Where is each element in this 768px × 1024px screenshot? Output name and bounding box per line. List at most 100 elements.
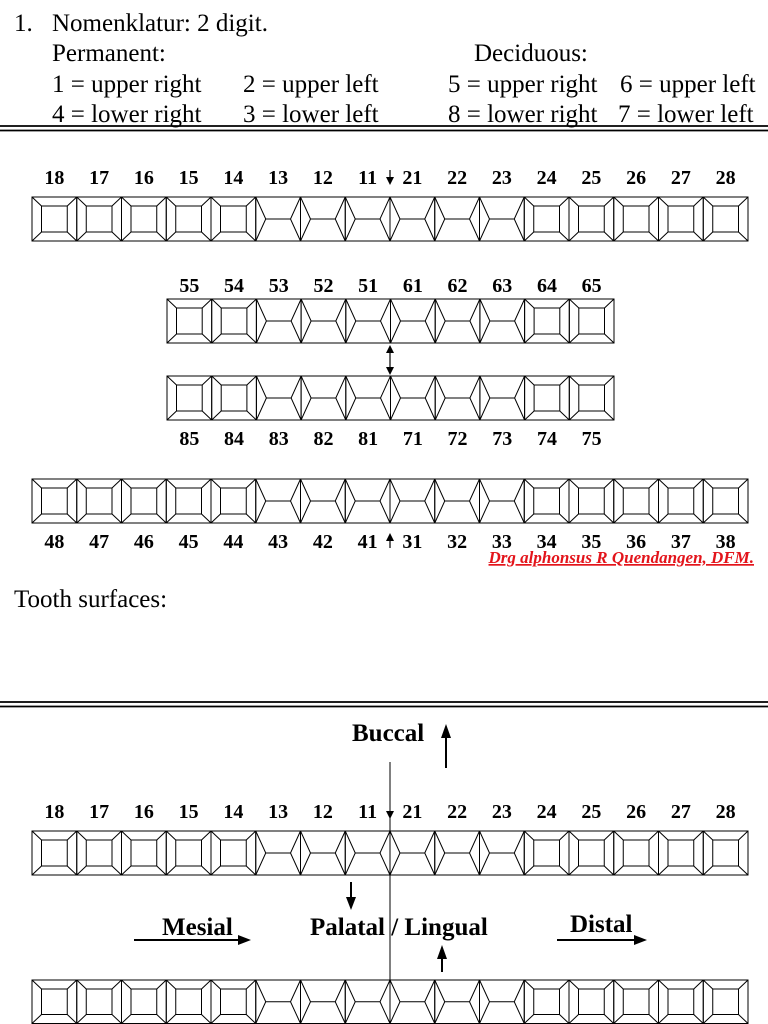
arrow-head-down [386, 367, 394, 375]
tooth-number-14: 14 [223, 167, 243, 189]
tooth-number-52: 52 [313, 275, 333, 297]
surface-divider-lines [76, 196, 122, 242]
tooth-17 [76, 196, 122, 242]
tooth-outline [568, 375, 615, 421]
tooth-85 [166, 375, 213, 421]
occlusal-surface [220, 839, 247, 867]
occlusal-surface [667, 487, 695, 515]
incisal-edge-lines [344, 478, 391, 524]
tooth-27 [658, 196, 704, 242]
surface-divider-lines [165, 830, 212, 876]
permanent-lower-left: 3 = lower left [243, 101, 379, 128]
incisal-edge-lines [300, 979, 346, 1024]
surfaces-tooth-15 [165, 830, 212, 876]
surface-divider-lines [121, 478, 167, 524]
tooth-number-75: 75 [582, 428, 602, 450]
surface-divider-lines [165, 979, 212, 1024]
tooth-62 [434, 298, 481, 344]
tooth-43 [255, 478, 301, 524]
tooth-74 [524, 375, 570, 421]
surface-divider-lines [658, 478, 704, 524]
incisal-edge-lines [300, 478, 346, 524]
occlusal-surface [712, 205, 739, 233]
surfaces-tooth-number-14: 14 [223, 801, 243, 823]
incisal-edge-lines [300, 375, 347, 421]
surfaces-tooth-number-21: 21 [402, 801, 422, 823]
surfaces-tooth-16 [121, 830, 167, 876]
tooth-16 [121, 196, 167, 242]
surface-divider-lines [165, 196, 212, 242]
tooth-number-18: 18 [44, 167, 64, 189]
surface-divider-lines [31, 830, 78, 876]
mesial-arrow [134, 935, 251, 945]
surface-divider-lines [702, 979, 749, 1024]
occlusal-surface [622, 487, 650, 515]
tooth-11 [344, 196, 391, 242]
surfaces-tooth-26 [613, 830, 659, 876]
surface-divider-lines [613, 979, 659, 1024]
tooth-82 [300, 375, 347, 421]
distal-arrow [557, 935, 647, 945]
surface-divider-lines [568, 298, 615, 344]
deciduous-lower-right: 8 = lower right [448, 101, 598, 128]
tooth-surfaces-heading: Tooth surfaces: [14, 586, 167, 613]
incisal-edge-lines [479, 298, 526, 344]
surface-divider-lines [211, 375, 257, 421]
occlusal-surface [578, 839, 605, 867]
tooth-54 [211, 298, 257, 344]
surface-divider-lines [523, 830, 570, 876]
occlusal-surface [85, 487, 113, 515]
deciduous-heading: Deciduous: [474, 40, 588, 67]
tooth-number-13: 13 [268, 167, 288, 189]
occlusal-surface [130, 205, 158, 233]
tooth-number-12: 12 [313, 167, 333, 189]
surfaces-tooth-12 [300, 830, 346, 876]
occlusal-surface [85, 205, 113, 233]
incisal-edge-lines [479, 196, 525, 242]
arrow-head [386, 177, 394, 185]
tooth-number-26: 26 [626, 167, 646, 189]
surface-divider-lines [166, 375, 213, 421]
lower-arch-tooth-5 [210, 979, 257, 1024]
incisal-edge-lines [434, 979, 480, 1024]
tooth-65 [568, 298, 615, 344]
surfaces-tooth-25 [568, 830, 615, 876]
tooth-number-83: 83 [269, 428, 289, 450]
tooth-51 [345, 298, 391, 344]
incisal-edge-lines [479, 979, 525, 1024]
tooth-number-42: 42 [313, 531, 333, 553]
tooth-44 [210, 478, 257, 524]
tooth-number-36: 36 [626, 531, 646, 553]
lower-arch-tooth-4 [165, 979, 212, 1024]
surfaces-tooth-11 [344, 830, 391, 876]
tooth-53 [255, 298, 302, 344]
section-divider-top [0, 125, 768, 132]
tooth-number-15: 15 [179, 167, 199, 189]
lingual-arrow [437, 945, 447, 972]
tooth-number-73: 73 [492, 428, 512, 450]
surfaces-tooth-number-15: 15 [179, 801, 199, 823]
incisal-edge-lines [255, 979, 301, 1024]
tooth-35 [568, 478, 615, 524]
lower-arch-tooth-16 [702, 979, 749, 1024]
surfaces-tooth-number-22: 22 [447, 801, 467, 823]
surface-divider-lines [165, 478, 212, 524]
tooth-number-62: 62 [448, 275, 468, 297]
tooth-36 [613, 478, 659, 524]
surfaces-tooth-28 [702, 830, 749, 876]
tooth-number-64: 64 [537, 275, 557, 297]
lower-arch-tooth-7 [300, 979, 346, 1024]
tooth-number-61: 61 [403, 275, 423, 297]
tooth-number-45: 45 [179, 531, 199, 553]
palatal-lingual-label: Palatal / Lingual [310, 914, 488, 941]
incisal-edge-lines [389, 478, 436, 524]
lower-arch-tooth-13 [568, 979, 615, 1024]
tooth-28 [702, 196, 749, 242]
tooth-73 [479, 375, 526, 421]
surface-divider-lines [658, 979, 704, 1024]
surface-divider-lines [613, 830, 659, 876]
tooth-outline [568, 298, 615, 344]
tooth-14 [210, 196, 257, 242]
incisal-edge-lines [344, 830, 391, 876]
